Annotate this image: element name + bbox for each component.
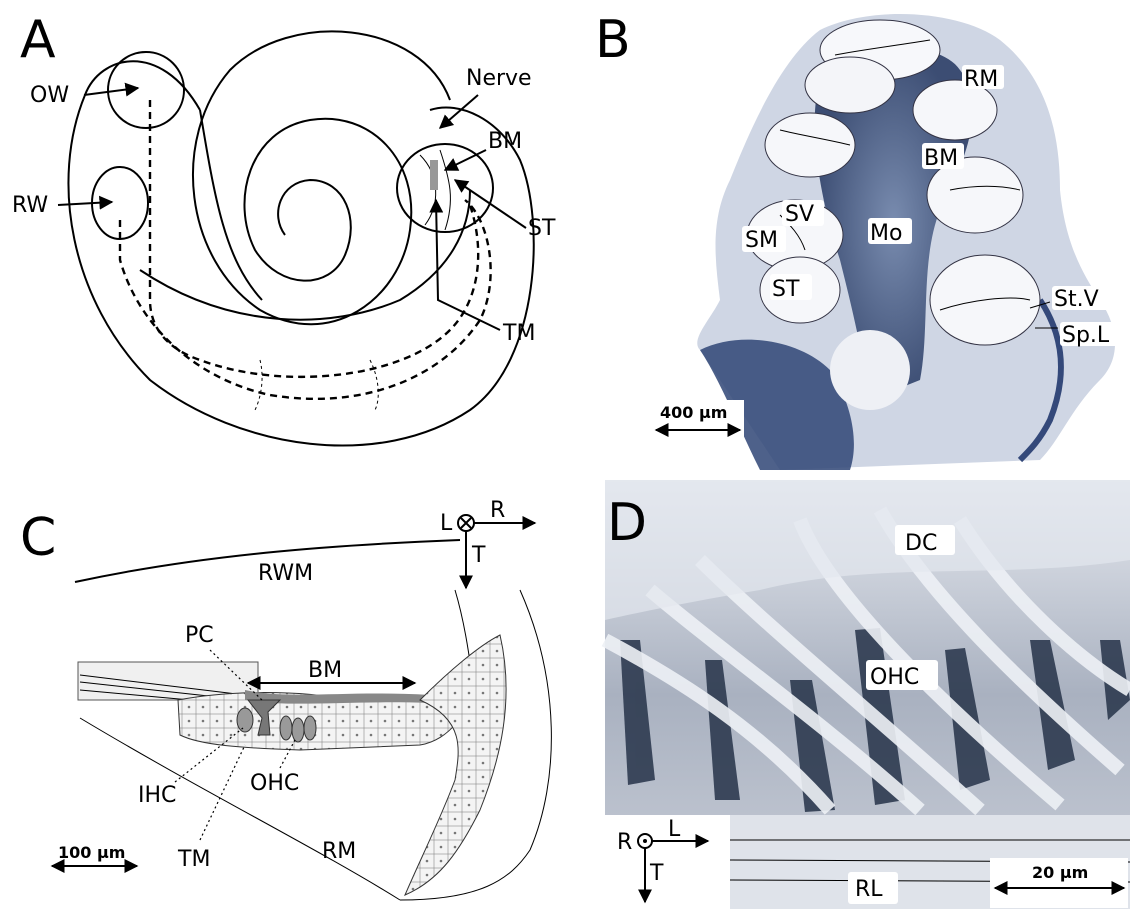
cochlea-spiral (193, 31, 450, 324)
label-st-b: ST (772, 277, 800, 302)
label-ohc-d: OHC (870, 665, 919, 690)
axis-d-r: R (617, 830, 632, 855)
scalebar-b: 400 µm (660, 403, 727, 422)
panel-c-letter: C (20, 508, 56, 568)
label-ow: OW (30, 83, 69, 108)
axis-d-t: T (649, 861, 664, 886)
label-rm-c: RM (322, 839, 356, 864)
spiral-ligament (405, 635, 506, 895)
label-st-a: ST (528, 216, 556, 241)
label-nerve: Nerve (466, 66, 532, 91)
panel-d: D DC OHC R L T RL 20 µm (605, 480, 1130, 909)
label-rwm: RWM (258, 561, 313, 586)
label-tm-c: TM (177, 847, 210, 872)
panel-d-letter: D (607, 493, 647, 553)
axis-c-l: L (440, 511, 453, 536)
panel-b: B RM BM SV SM Mo ST St.V Sp.L (595, 10, 1122, 470)
label-stv: St.V (1054, 287, 1099, 312)
label-rw: RW (12, 193, 48, 218)
label-ohc-c: OHC (250, 771, 299, 796)
label-pc: PC (185, 623, 214, 648)
label-bm-a: BM (488, 129, 522, 154)
panel-c: C RWM L R T BM PC IHC OHC (20, 498, 551, 900)
panel-b-letter: B (595, 10, 631, 70)
panel-a-letter: A (20, 10, 56, 70)
axis-c-r: R (490, 498, 505, 523)
axis-d-l: L (668, 817, 681, 842)
cochlea-inner (140, 190, 470, 320)
axis-c-t: T (471, 543, 486, 568)
label-bm-b: BM (924, 146, 958, 171)
label-tm-a: TM (502, 321, 535, 346)
scalebar-c: 100 µm (58, 843, 125, 862)
label-sv: SV (785, 202, 814, 227)
label-rm-b: RM (964, 67, 998, 92)
scalebar-d: 20 µm (1032, 863, 1088, 882)
label-ihc: IHC (138, 783, 176, 808)
label-rl: RL (855, 877, 883, 902)
panel-a: A OW RW Nerve BM ST TM (12, 10, 556, 446)
label-sm: SM (745, 228, 778, 253)
label-dc: DC (905, 531, 937, 556)
label-spl: Sp.L (1062, 323, 1110, 348)
label-bm-c: BM (308, 658, 342, 683)
dashed-path (150, 100, 478, 377)
label-mo: Mo (870, 221, 902, 246)
